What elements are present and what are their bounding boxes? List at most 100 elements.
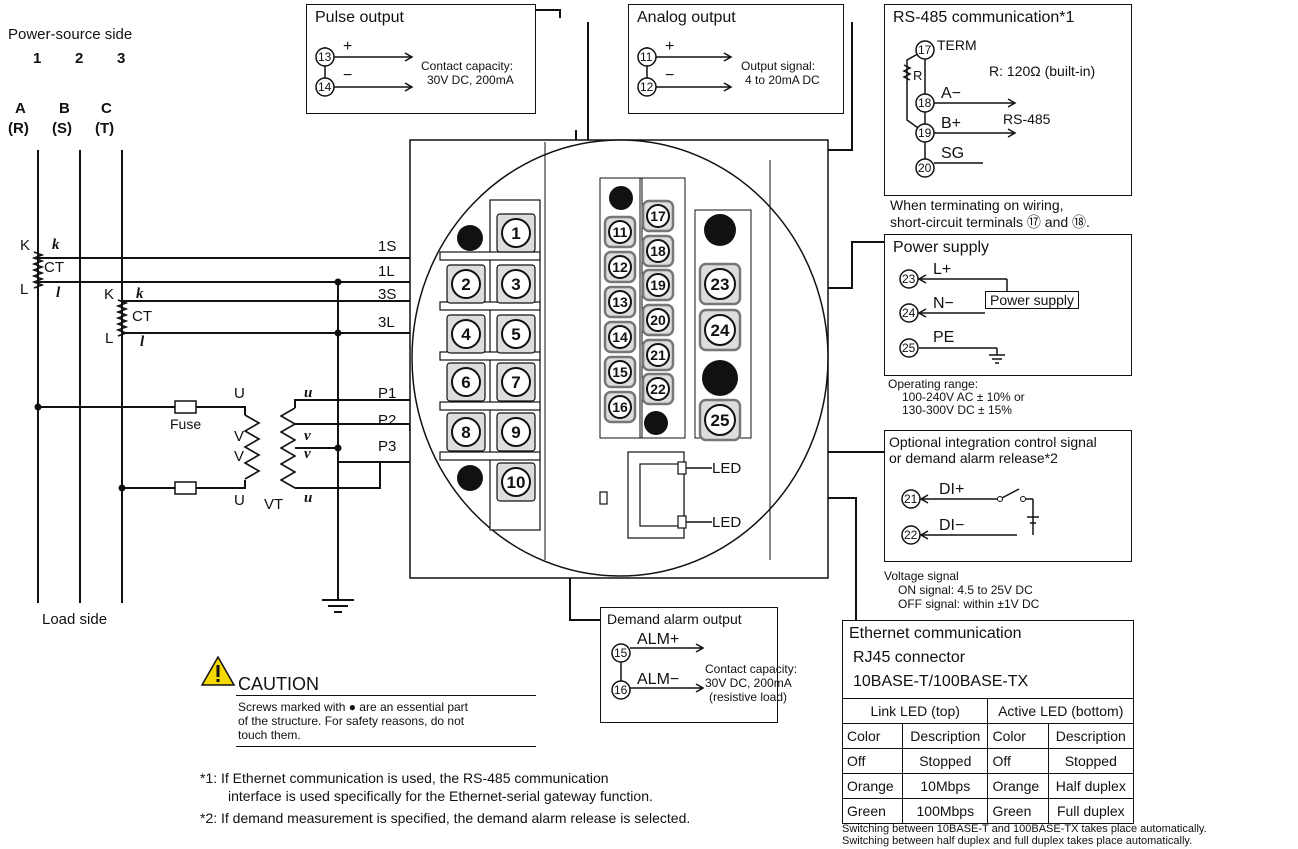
opt-diplus: DI+ (939, 481, 965, 498)
analog-output-box: Analog output 11 12 + − Output signal: 4… (628, 4, 844, 114)
terminal-number: 8 (461, 423, 470, 442)
eth-cell: Half duplex (1047, 773, 1135, 799)
eth-note1: Switching between 10BASE-T and 100BASE-T… (842, 823, 1207, 835)
analog-output-title: Analog output (637, 9, 736, 26)
terminal-number: 2 (461, 275, 470, 294)
eth-cell: Green (987, 798, 1049, 824)
fuse-1 (174, 400, 197, 414)
ps-range1: 100-240V AC ± 10% or (902, 390, 1025, 404)
terminal-number: 16 (612, 399, 628, 415)
pulse-output-box: Pulse output 13 14 + − Contact capacity:… (306, 4, 536, 114)
analog-minus: − (665, 67, 675, 84)
da-t15: 15 (614, 646, 628, 660)
terminal-number: 3 (511, 275, 520, 294)
terminal-number: 15 (612, 364, 628, 380)
phase-b: B (59, 100, 70, 117)
fuse-2 (174, 481, 197, 495)
rs485-note1: When terminating on wiring, (890, 197, 1064, 213)
ps-range2: 130-300V DC ± 15% (902, 403, 1012, 417)
ps-range-title: Operating range: (888, 377, 979, 391)
terminal-18: 18 (641, 234, 675, 268)
phase-a: A (15, 100, 26, 117)
screw-5 (704, 214, 736, 246)
ethernet-table: Link LED (top) Active LED (bottom) Color… (841, 698, 1135, 824)
terminal-10: 10 (496, 462, 536, 502)
footnote-1b: interface is used specifically for the E… (228, 788, 653, 804)
optional-title1: Optional integration control signal (889, 434, 1097, 450)
ct2-l-small: l (140, 334, 145, 350)
wire-label-3s: 3S (378, 286, 397, 303)
vt-primary-coil (243, 414, 261, 480)
eth-cell: 10Mbps (902, 773, 989, 799)
optional-signal-box: Optional integration control signal or d… (884, 430, 1132, 562)
opt-diminus: DI− (939, 517, 965, 534)
ps-box: Power supply (985, 291, 1080, 309)
phase-num-1: 1 (33, 50, 42, 67)
eth-cell: 100Mbps (902, 798, 989, 824)
rs485-t20: 20 (918, 161, 932, 175)
eth-h-link: Link LED (top) (841, 698, 989, 724)
wire-label-p1: P1 (378, 385, 397, 402)
analog-plus: + (665, 38, 675, 55)
terminal-number: 11 (613, 224, 628, 240)
phase-c: C (101, 100, 112, 117)
rs485-sg: SG (941, 145, 965, 162)
ct1-label: CT (44, 259, 64, 276)
eth-cell: Full duplex (1047, 798, 1135, 824)
footnote-2: *2: If demand measurement is specified, … (200, 810, 691, 826)
terminal-number: 14 (612, 329, 628, 345)
terminal-11: 11 (603, 215, 637, 249)
vt-v-small-2: v (304, 446, 311, 462)
vt-v-2: V (234, 448, 245, 465)
rs485-r-value: R: 120Ω (built-in) (989, 63, 1096, 79)
rs485-t18: 18 (918, 96, 932, 110)
demand-alarm-title: Demand alarm output (607, 611, 742, 627)
eth-cell: Stopped (1047, 748, 1135, 774)
footnote-1a: *1: If Ethernet communication is used, t… (200, 770, 609, 786)
terminal-24: 24 (698, 308, 742, 352)
terminal-4: 4 (446, 314, 486, 354)
ps-nminus: N− (933, 295, 954, 312)
screw-6 (702, 360, 738, 396)
da-spec1: Contact capacity: (705, 662, 798, 676)
vs-title: Voltage signal (884, 569, 959, 583)
rs485-title: RS-485 communication*1 (893, 9, 1075, 26)
ct2-label: CT (132, 308, 152, 325)
load-side-label: Load side (42, 611, 108, 628)
wire-label-1l: 1L (378, 263, 395, 280)
caution-rule-bottom (236, 746, 536, 747)
caution-rule-top (236, 695, 536, 696)
ps-t24: 24 (902, 306, 916, 320)
phase-num-2: 2 (75, 50, 84, 67)
rs485-box: RS-485 communication*1 17 18 19 20 TERM … (884, 4, 1132, 196)
led-bottom-label: LED (712, 514, 742, 531)
terminal-20: 20 (641, 303, 675, 337)
da-spec2: 30V DC, 200mA (705, 676, 792, 690)
terminal-number: 6 (461, 373, 470, 392)
screw-2 (457, 465, 483, 491)
opt-t21: 21 (904, 492, 918, 506)
terminal-14: 14 (603, 320, 637, 354)
terminal-6: 6 (446, 362, 486, 402)
pulse-output-title: Pulse output (315, 9, 404, 26)
terminal-15: 15 (603, 355, 637, 389)
terminal-17: 17 (641, 199, 675, 233)
terminal-9: 9 (496, 412, 536, 452)
pulse-t13: 13 (318, 50, 332, 64)
wire-label-3l: 3L (378, 314, 395, 331)
terminal-number: 10 (507, 473, 526, 492)
vt-u-small-top: u (304, 385, 313, 401)
terminal-16: 16 (603, 390, 637, 424)
ps-pe: PE (933, 329, 955, 346)
fuse-label: Fuse (170, 416, 202, 432)
terminal-number: 18 (650, 243, 666, 259)
phase-r: (R) (8, 120, 29, 137)
vs-1: ON signal: 4.5 to 25V DC (898, 583, 1033, 597)
phase-t: (T) (95, 120, 115, 137)
power-supply-box: Power supply 23 24 25 L+ N− PE Power sup… (884, 234, 1132, 376)
ps-t25: 25 (902, 341, 916, 355)
terminal-21: 21 (641, 338, 675, 372)
terminal-number: 12 (612, 259, 628, 275)
vt-u-top: U (234, 385, 245, 402)
